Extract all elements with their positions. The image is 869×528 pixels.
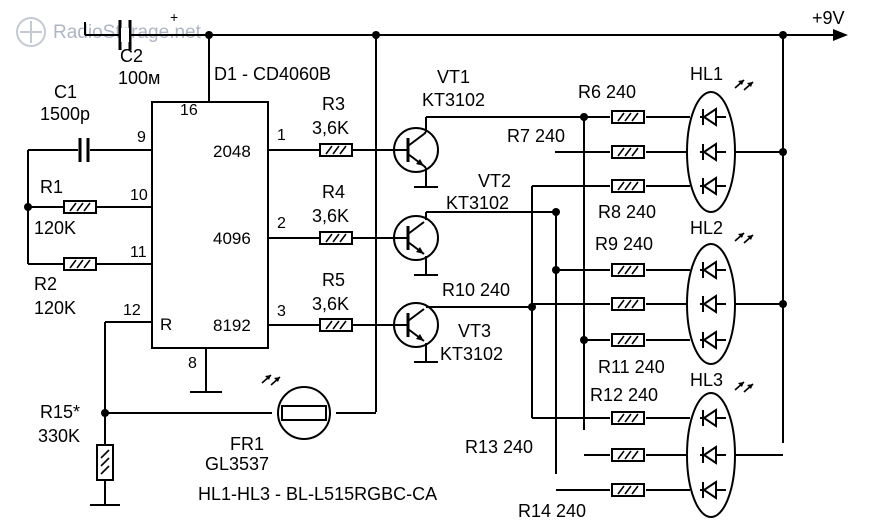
pin-12: 12 [123, 302, 141, 319]
out-pin-3: 3 [277, 303, 286, 320]
r11-label: R11 240 [598, 357, 665, 377]
resistor-r12 [611, 411, 645, 425]
out-pin-2: 2 [277, 215, 286, 232]
pin-8: 8 [188, 355, 197, 372]
r6-label: R6 240 [578, 82, 636, 102]
fr1-type: GL3537 [205, 454, 269, 474]
c1-value: 1500p [40, 104, 90, 124]
capacitor-c2: + C2 100м [85, 9, 178, 88]
vt2-name: VT2 [478, 171, 511, 191]
resistor-r5 [319, 318, 353, 332]
resistor-r3 [319, 143, 353, 157]
pin-11: 11 [130, 244, 147, 261]
fr1-name: FR1 [230, 434, 264, 454]
resistor-r13 [611, 448, 645, 462]
resistor-r2 [63, 257, 97, 271]
photoresistor-fr1 [277, 386, 331, 440]
r5-value: 3,6K [312, 294, 349, 314]
supply-label: +9V [812, 8, 845, 28]
pin-10: 10 [130, 187, 148, 204]
c2-plus: + [170, 9, 178, 25]
vt1-name: VT1 [437, 67, 470, 87]
resistor-r11 [611, 333, 645, 347]
hl3-label: HL3 [690, 370, 723, 390]
resistor-r10 [611, 297, 645, 311]
ic-label: D1 - CD4060B [214, 64, 331, 84]
r2-value: 120K [34, 298, 76, 318]
pin-16: 16 [180, 102, 198, 119]
junction-dots [24, 31, 787, 417]
vt3-name: VT3 [458, 321, 491, 341]
r13-label: R13 240 [465, 437, 533, 457]
output-8192: 8192 [213, 316, 251, 335]
r1-value: 120K [34, 218, 76, 238]
r3-value: 3,6K [312, 118, 349, 138]
output-4096: 4096 [213, 229, 251, 248]
led-type-note: HL1-HL3 - BL-L515RGBC-CA [198, 484, 437, 504]
resistor-r4 [319, 231, 353, 245]
c1-name: C1 [54, 82, 77, 102]
c2-name: C2 [120, 46, 143, 66]
capacitor-c1: C1 1500p [40, 82, 90, 162]
r15-value: 330K [38, 426, 80, 446]
r12-label: R12 240 [590, 385, 658, 405]
light-arrows-icon [261, 374, 281, 386]
r3-name: R3 [322, 94, 345, 114]
c2-value: 100м [118, 68, 160, 88]
r4-value: 3,6K [312, 206, 349, 226]
resistor-r8 [611, 179, 645, 193]
r5-name: R5 [322, 270, 345, 290]
hl1-label: HL1 [690, 64, 723, 84]
out-pin-1: 1 [277, 127, 286, 144]
r14-label: R14 240 [518, 501, 586, 521]
supply-arrow [833, 29, 848, 41]
resistor-r6 [611, 110, 645, 124]
vt1-type: KT3102 [422, 90, 485, 110]
output-2048: 2048 [213, 142, 251, 161]
resistor-r1 [63, 200, 97, 214]
r2-name: R2 [34, 274, 57, 294]
r8-label: R8 240 [598, 202, 656, 222]
hl1-light-icon [734, 79, 754, 91]
resistor-r7 [611, 145, 645, 159]
ic-d1-body [151, 101, 269, 349]
r7-label: R7 240 [507, 126, 565, 146]
r4-name: R4 [322, 182, 345, 202]
r1-name: R1 [40, 177, 63, 197]
hl2-light-icon [734, 232, 754, 244]
resistor-r14 [611, 483, 645, 497]
r9-label: R9 240 [595, 234, 653, 254]
r15-name: R15* [40, 402, 80, 422]
resistor-r9 [611, 263, 645, 277]
hl3-light-icon [734, 381, 754, 393]
r10-label: R10 240 [442, 280, 510, 300]
vt2-type: KT3102 [446, 193, 509, 213]
pin-9: 9 [137, 129, 146, 146]
hl2-label: HL2 [690, 218, 723, 238]
pin-reset: R [160, 315, 172, 334]
vt3-type: KT3102 [440, 344, 503, 364]
resistor-r15 [96, 444, 114, 481]
